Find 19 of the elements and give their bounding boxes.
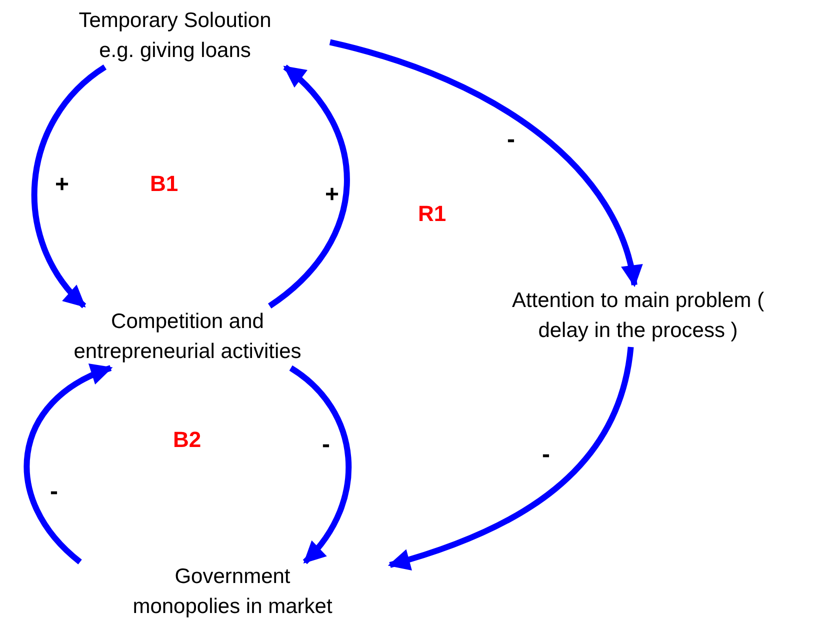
arrow [388,346,634,570]
polarity-sign: + [325,183,340,207]
polarity-sign: - [322,433,330,457]
polarity-sign: - [542,443,550,467]
arrow [268,64,350,308]
arrow [32,64,107,308]
loop-label: R1 [418,202,446,226]
loop-label: B1 [150,172,178,196]
arrow [289,366,352,564]
node-label: Attention to main problem ( delay in the process ) [510,288,766,344]
loop-label: B2 [173,428,202,452]
polarity-sign: + [55,173,70,197]
node-label: Temporary Soloution e.g. giving loans [78,8,272,64]
arrow [329,39,642,288]
node-label: Government monopolies in market [132,564,334,620]
node-label: Competition and entrepreneurial activities [72,309,302,365]
polarity-sign: - [507,128,515,152]
arrow [24,365,113,564]
polarity-sign: - [50,480,58,504]
